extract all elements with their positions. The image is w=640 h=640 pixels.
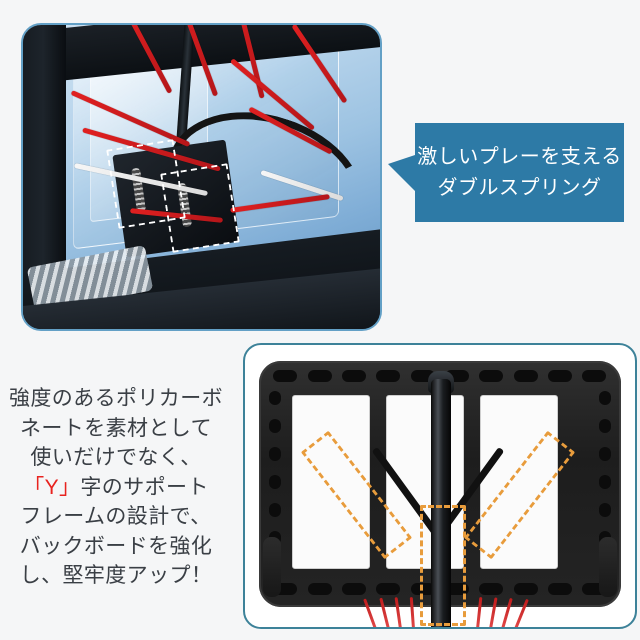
vent-slot	[479, 370, 504, 382]
backboard-foot-right	[599, 537, 618, 597]
y-highlight-arm-left	[300, 430, 412, 560]
vent-slot	[582, 370, 607, 382]
vent-slot	[599, 391, 611, 405]
vent-slot	[548, 583, 573, 595]
vent-slot	[479, 583, 504, 595]
backboard-body	[259, 361, 621, 607]
vent-slot	[599, 419, 611, 433]
backboard-rear-content	[259, 355, 621, 627]
backboard-foot-left	[262, 537, 281, 597]
vent-slot	[269, 503, 281, 517]
vent-slot	[599, 475, 611, 489]
callout-double-spring: 激しいプレーを支える ダブルスプリング	[388, 123, 624, 222]
copy-line-6: バックボードを強化	[19, 534, 213, 558]
y-frame-highlight-overlay	[259, 355, 621, 627]
copy-line-1: 強度のあるポリカーボ	[9, 387, 223, 410]
copy-line-2: ネートを素材として	[20, 416, 212, 440]
y-highlight-arm-right	[463, 430, 575, 560]
vent-slot	[269, 475, 281, 489]
vent-slot	[342, 583, 367, 595]
vent-slot	[513, 370, 538, 382]
vent-slot-row-top	[273, 370, 607, 382]
callout-line-1: 激しいプレーを支える	[417, 146, 622, 169]
backboard-panel-left	[291, 395, 370, 569]
vent-slot	[599, 503, 611, 517]
feature-description-text: 強度のあるポリカーボ ネートを素材として 使いだけでなく、 「Y」字のサポート …	[0, 384, 232, 591]
callout-arrow-icon	[388, 155, 415, 191]
vent-slot	[342, 370, 367, 382]
callout-line-2: ダブルスプリング	[437, 176, 602, 199]
vent-slot	[269, 419, 281, 433]
spring-highlight-box-right	[159, 163, 240, 253]
y-highlight-stem	[420, 505, 466, 626]
vent-slot	[273, 370, 298, 382]
vent-slot	[376, 370, 401, 382]
y-mark-rest: 字のサポート	[80, 475, 209, 499]
copy-line-5: フレームの設計で、	[20, 505, 212, 528]
backboard-panel-right	[479, 395, 558, 569]
vent-slot	[599, 447, 611, 461]
vent-slot	[269, 391, 281, 405]
vent-slot	[269, 447, 281, 461]
photo-panel-backboard-rear	[243, 343, 637, 629]
photo-panel-spring-closeup	[21, 23, 382, 331]
vent-slot	[513, 583, 538, 595]
vent-slot	[307, 370, 332, 382]
y-mark-highlight: 「Y」	[23, 475, 81, 499]
vent-slot	[376, 583, 401, 595]
center-support-pole	[430, 379, 452, 627]
vent-slot	[307, 583, 332, 595]
vent-slot	[548, 370, 573, 382]
copy-line-3: 使いだけでなく、	[30, 446, 202, 469]
spring-photo-content	[23, 25, 380, 329]
copy-line-7: し、堅牢度アップ！	[19, 564, 213, 587]
copy-line-4: 「Y」字のサポート	[0, 473, 232, 503]
